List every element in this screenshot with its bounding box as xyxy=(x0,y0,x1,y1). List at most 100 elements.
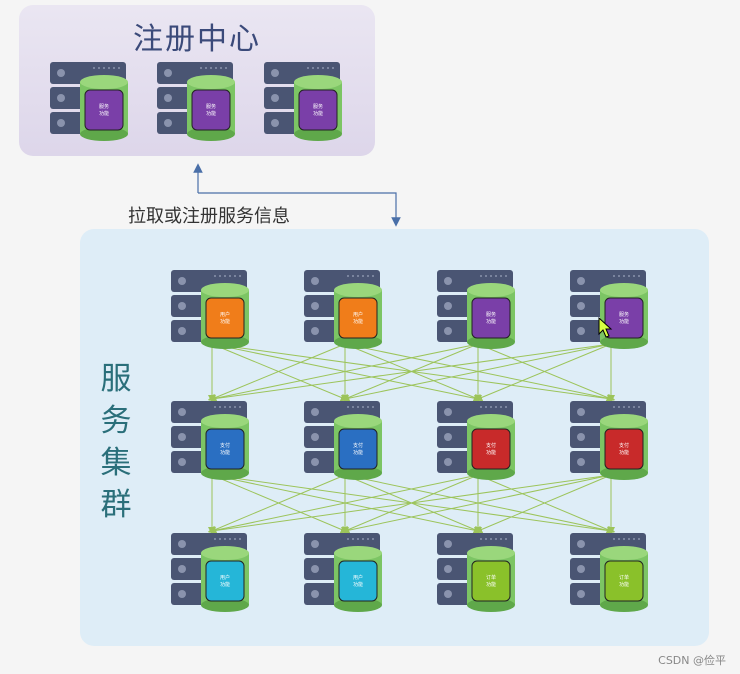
server-vent-icon xyxy=(352,538,354,540)
service-call-arrow xyxy=(341,474,612,535)
server-vent-icon xyxy=(357,538,359,540)
server-vent-icon xyxy=(623,406,625,408)
server-vent-icon xyxy=(357,406,359,408)
server-led-icon xyxy=(577,590,585,598)
server-vent-icon xyxy=(490,406,492,408)
server-vent-icon xyxy=(618,406,620,408)
service-box xyxy=(604,428,644,470)
server-vent-icon xyxy=(98,67,100,69)
service-label: 功能 xyxy=(313,110,323,117)
server-vent-icon xyxy=(322,67,324,69)
service-box xyxy=(205,560,245,602)
registry-title: 注册中心 xyxy=(133,22,261,57)
service-label: 功能 xyxy=(99,110,109,117)
database-cylinder-top xyxy=(187,75,235,89)
service-label: 功能 xyxy=(619,318,629,325)
server-vent-icon xyxy=(633,538,635,540)
server-vent-icon xyxy=(618,275,620,277)
server-led-icon xyxy=(444,590,452,598)
service-label: 功能 xyxy=(619,449,629,456)
server-led-icon xyxy=(178,302,186,310)
server-vent-icon xyxy=(239,538,241,540)
service-label: 用户 xyxy=(220,311,230,318)
server-vent-icon xyxy=(613,275,615,277)
server-vent-icon xyxy=(312,67,314,69)
database-cylinder-top xyxy=(467,414,515,428)
service-label: 功能 xyxy=(486,318,496,325)
server-led-icon xyxy=(164,94,172,102)
server-led-icon xyxy=(311,327,319,335)
database-cylinder-top xyxy=(334,546,382,560)
server-led-icon xyxy=(271,94,279,102)
server-vent-icon xyxy=(372,406,374,408)
server-vent-icon xyxy=(108,67,110,69)
server-vent-icon xyxy=(220,67,222,69)
server-vent-icon xyxy=(327,67,329,69)
database-cylinder-top xyxy=(600,283,648,297)
service-call-arrow xyxy=(474,474,612,534)
server-led-icon xyxy=(577,327,585,335)
server-vent-icon xyxy=(638,275,640,277)
server-vent-icon xyxy=(224,275,226,277)
server-led-icon xyxy=(577,458,585,466)
link-label: 拉取或注册服务信息 xyxy=(128,206,290,227)
service-label: 订单 xyxy=(486,574,496,581)
server-vent-icon xyxy=(219,538,221,540)
server-vent-icon xyxy=(357,275,359,277)
server-vent-icon xyxy=(224,406,226,408)
server-vent-icon xyxy=(225,67,227,69)
service-call-arrow xyxy=(208,343,479,403)
server-vent-icon xyxy=(229,538,231,540)
server-vent-icon xyxy=(628,538,630,540)
service-call-arrow xyxy=(474,343,612,402)
server-led-icon xyxy=(577,433,585,441)
server-vent-icon xyxy=(362,406,364,408)
server-vent-icon xyxy=(224,538,226,540)
server-led-icon xyxy=(57,119,65,127)
server-vent-icon xyxy=(628,275,630,277)
database-cylinder-top xyxy=(80,75,128,89)
server-led-icon xyxy=(311,433,319,441)
mouse-cursor-icon xyxy=(598,316,613,338)
server-led-icon xyxy=(57,69,65,77)
server-led-icon xyxy=(444,408,452,416)
server-vent-icon xyxy=(372,538,374,540)
service-label: 用户 xyxy=(353,574,363,581)
database-cylinder-top xyxy=(294,75,342,89)
server-vent-icon xyxy=(347,538,349,540)
server-led-icon xyxy=(178,327,186,335)
service-label: 服务 xyxy=(486,311,496,318)
service-label: 功能 xyxy=(619,581,629,588)
service-box xyxy=(84,89,124,131)
server-vent-icon xyxy=(367,538,369,540)
server-vent-icon xyxy=(480,538,482,540)
server-vent-icon xyxy=(362,538,364,540)
server-led-icon xyxy=(178,540,186,548)
server-vent-icon xyxy=(495,538,497,540)
database-cylinder-top xyxy=(201,414,249,428)
server-vent-icon xyxy=(229,275,231,277)
service-label: 功能 xyxy=(353,581,363,588)
server-vent-icon xyxy=(628,406,630,408)
server-vent-icon xyxy=(372,275,374,277)
server-vent-icon xyxy=(362,275,364,277)
server-vent-icon xyxy=(490,538,492,540)
service-label: 功能 xyxy=(220,449,230,456)
server-vent-icon xyxy=(500,406,502,408)
cluster-title-char: 服 xyxy=(100,361,132,397)
server-vent-icon xyxy=(103,67,105,69)
service-label: 功能 xyxy=(486,581,496,588)
server-vent-icon xyxy=(618,538,620,540)
server-vent-icon xyxy=(485,406,487,408)
service-label: 服务 xyxy=(206,103,216,110)
server-led-icon xyxy=(178,277,186,285)
server-led-icon xyxy=(271,69,279,77)
server-led-icon xyxy=(444,540,452,548)
